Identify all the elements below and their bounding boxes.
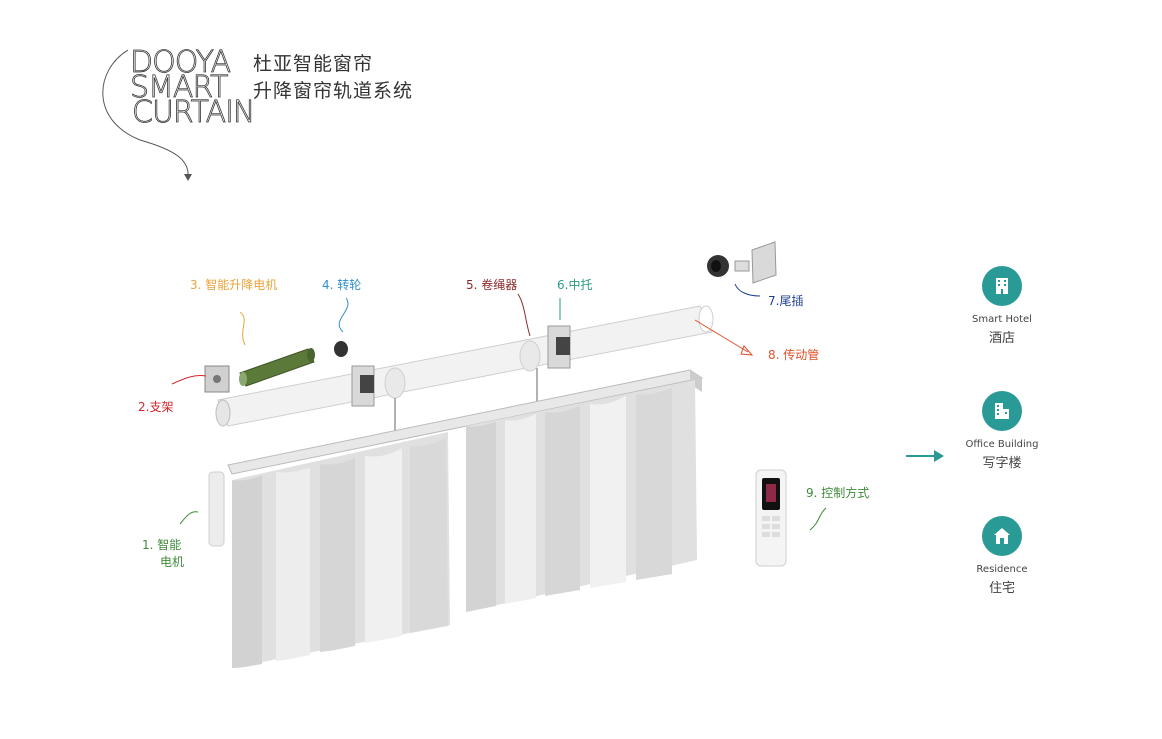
label-pulley: 4. 转轮 [322, 278, 362, 292]
rail-motor-part [208, 471, 225, 547]
arrow-control [809, 507, 827, 531]
arrow-pulley [338, 297, 349, 333]
arrow-motor [179, 511, 199, 525]
curtain-right [466, 380, 697, 612]
logo-arrow [184, 174, 192, 181]
lift-motor-part [239, 348, 315, 387]
arrow-endplug [734, 283, 761, 297]
title-line-1: 杜亚智能窗帘 [253, 53, 374, 75]
application-residence: Residence 住宅 [947, 516, 1057, 596]
applications-arrow [906, 450, 944, 462]
tube-bracket-middle [547, 325, 571, 369]
curtain-rail [227, 369, 704, 475]
logo-curtain: CURTAIN [132, 95, 256, 130]
label-smart-motor: 1. 智能 电机 [142, 538, 185, 569]
end-plug-part [707, 241, 777, 284]
title-line-2: 升降窗帘轨道系统 [253, 80, 414, 102]
remote-control [755, 469, 787, 567]
office-building-icon [982, 391, 1022, 431]
hotel-icon [982, 266, 1022, 306]
application-hotel: Smart Hotel 酒店 [947, 266, 1057, 346]
curtain-left [232, 432, 450, 668]
residence-icon [982, 516, 1022, 556]
bracket-part [204, 365, 230, 393]
application-office-building: Office Building 写字楼 [947, 391, 1057, 471]
label-end-plug: 7.尾插 [768, 294, 804, 308]
arrow-winder [517, 293, 531, 337]
label-control-method: 9. 控制方式 [806, 486, 870, 500]
arrow-bracket [171, 375, 207, 385]
tube-bracket-left [351, 365, 375, 407]
logo-dooya: DOOYA [130, 45, 232, 80]
label-lift-motor: 3. 智能升降电机 [190, 278, 278, 292]
logo-swoosh [102, 49, 189, 179]
arrow-lift [239, 311, 246, 346]
label-middle-support: 6.中托 [557, 278, 593, 292]
logo-smart: SMART [130, 70, 229, 105]
label-bracket: 2.支架 [138, 400, 174, 414]
arrow-tube [694, 319, 749, 353]
label-rope-winder: 5. 卷绳器 [466, 278, 518, 292]
pulley-part [334, 341, 348, 357]
drive-tube [215, 305, 714, 427]
label-drive-tube: 8. 传动管 [768, 348, 820, 362]
